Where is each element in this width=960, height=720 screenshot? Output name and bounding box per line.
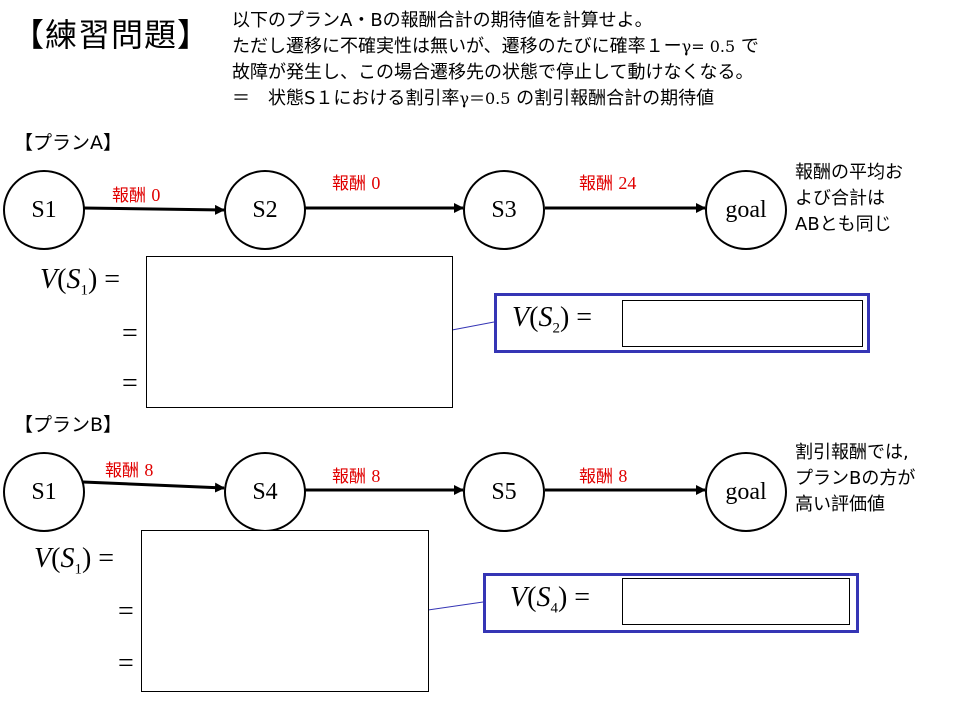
plan-a-reward-2: 報酬 0 [332, 173, 381, 194]
connector-b [427, 601, 484, 611]
plan-b-label: 【プランB】 [14, 414, 123, 436]
plan-b-reward-2: 報酬 8 [332, 466, 381, 487]
plan-b-node-s4: S4 [224, 452, 306, 532]
plan-b-reward-3: 報酬 8 [579, 466, 628, 487]
plan-b-v-s4-label: V(S4) = [510, 582, 591, 617]
plan-a-v-s1-label: V(S1) = [40, 264, 121, 299]
plan-a-node-s3: S3 [463, 170, 545, 250]
plan-b-eq-3: = [118, 648, 134, 679]
plan-b-v-s1-label: V(S1) = [34, 543, 115, 578]
plan-b-v-s4-input[interactable] [622, 578, 850, 625]
plan-a-node-goal: goal [705, 170, 787, 250]
plan-a-eq-2: = [122, 318, 138, 349]
connector-a [451, 321, 495, 331]
plan-b-eq-2: = [118, 596, 134, 627]
arrow-a-s1-s2 [82, 204, 225, 215]
plan-a-label: 【プランA】 [14, 132, 122, 154]
plan-b-note: 割引報酬では, プランBの方が 高い評価値 [795, 442, 916, 515]
plan-a-eq-3: = [122, 368, 138, 399]
problem-line-4: ＝ 状態S１における割引率γ＝0.5 の割引報酬合計の期待値 [232, 88, 715, 109]
page-title: 【練習問題】 [12, 16, 211, 54]
plan-b-node-goal: goal [705, 452, 787, 532]
problem-line-1: 以下のプランA・Bの報酬合計の期待値を計算せよ。 [232, 10, 653, 31]
plan-b-calc-box[interactable] [141, 530, 429, 692]
plan-a-node-s1: S1 [3, 170, 85, 250]
plan-a-v-s2-label: V(S2) = [512, 302, 593, 337]
plan-b-node-s1: S1 [3, 452, 85, 532]
plan-a-calc-box[interactable] [146, 256, 453, 408]
problem-line-2: ただし遷移に不確実性は無いが、遷移のたびに確率１ーγ= 0.5 で [232, 36, 759, 57]
plan-a-reward-1: 報酬 0 [112, 185, 161, 206]
plan-a-node-s2: S2 [224, 170, 306, 250]
problem-line-3: 故障が発生し、この場合遷移先の状態で停止して動けなくなる。 [232, 62, 754, 83]
plan-b-reward-1: 報酬 8 [105, 460, 154, 481]
plan-a-note: 報酬の平均お よび合計は ABとも同じ [795, 162, 903, 235]
plan-a-reward-3: 報酬 24 [579, 173, 637, 194]
arrow-b-s1-s4 [82, 480, 225, 493]
plan-b-node-s5: S5 [463, 452, 545, 532]
plan-a-v-s2-input[interactable] [622, 300, 863, 347]
problem-statement: 以下のプランA・Bの報酬合計の期待値を計算せよ。 ただし遷移に不確実性は無いが、… [232, 8, 759, 112]
